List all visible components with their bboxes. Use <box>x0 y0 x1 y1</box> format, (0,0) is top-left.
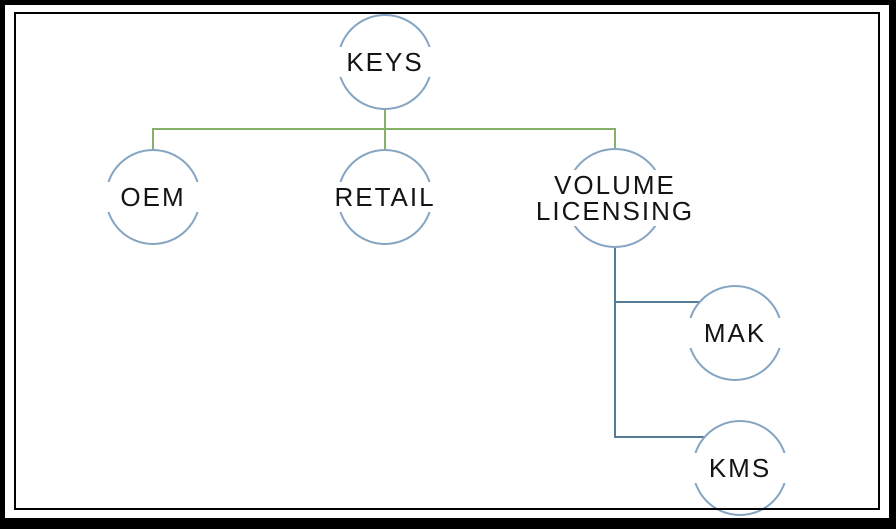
node-volume-licensing: VOLUME LICENSING <box>525 148 705 248</box>
connector-keys-to-retail-vertical <box>384 109 386 150</box>
node-mak-label: MAK <box>685 318 785 348</box>
node-volume-licensing-label: VOLUME LICENSING <box>525 170 705 226</box>
node-retail-label: RETAIL <box>326 182 444 212</box>
connector-branch-to-mak <box>615 301 699 303</box>
connector-drop-to-oem <box>152 128 154 150</box>
node-oem: OEM <box>103 149 203 245</box>
connector-drop-to-volume-licensing <box>614 128 616 150</box>
node-retail: RETAIL <box>326 149 444 245</box>
node-kms: KMS <box>690 420 790 516</box>
node-oem-label: OEM <box>103 182 203 212</box>
node-mak: MAK <box>685 285 785 381</box>
node-keys: KEYS <box>335 14 435 110</box>
connector-branch-to-kms <box>615 436 705 438</box>
connector-volume-licensing-trunk <box>614 247 616 438</box>
node-kms-label: KMS <box>690 453 790 483</box>
node-keys-label: KEYS <box>335 47 435 77</box>
